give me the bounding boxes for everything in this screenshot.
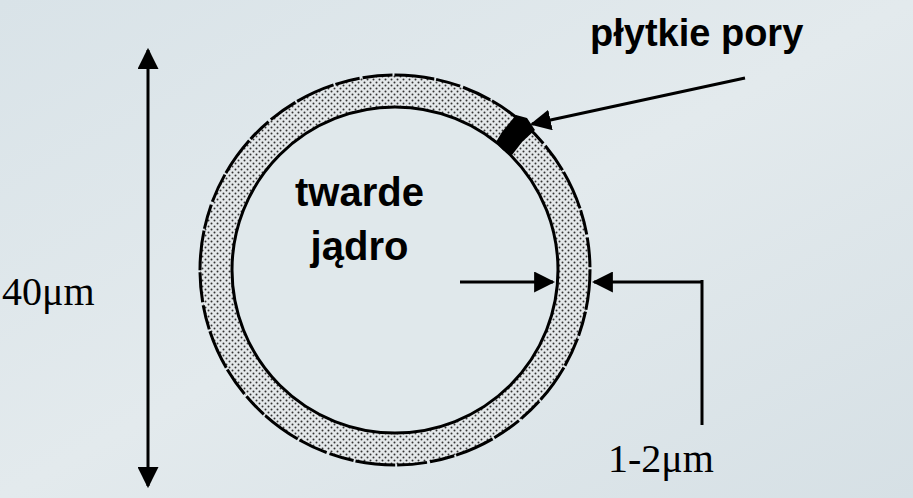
outer-surface	[200, 75, 590, 465]
leader-line	[532, 78, 745, 124]
part-label: twarde jądro	[262, 165, 457, 273]
leader-line	[460, 281, 553, 284]
hard-core	[232, 107, 558, 433]
pore-mark	[496, 115, 535, 155]
dimension-label: 40μm	[2, 265, 152, 319]
dimension-line	[147, 50, 150, 486]
dimension-line	[701, 280, 704, 425]
callout-label: płytkie pory	[590, 8, 910, 59]
dimension-label: 1-2μm	[608, 432, 778, 486]
porous-shell	[216, 91, 574, 449]
dimension-line	[594, 281, 702, 284]
